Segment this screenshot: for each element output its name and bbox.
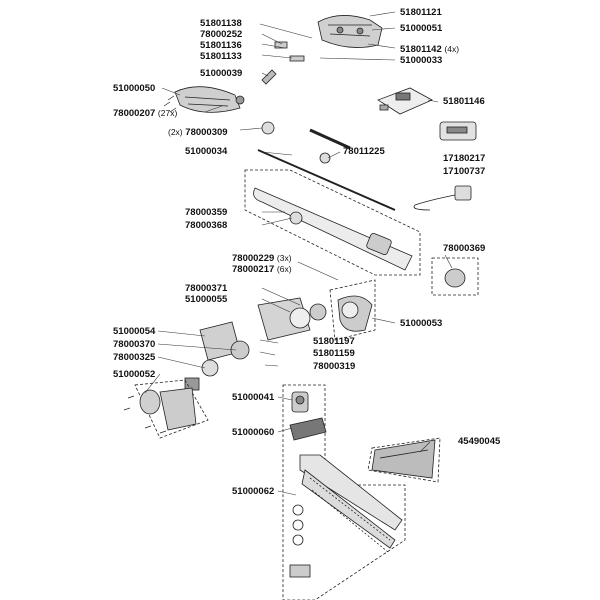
part-label-78000370: 78000370	[113, 339, 156, 350]
part-label-78011225: 78011225	[343, 146, 385, 157]
part-label-17100737: 17100737	[443, 166, 486, 177]
part-label-51000050: 51000050	[113, 83, 156, 94]
leader-lines	[144, 11, 453, 496]
part-label-78000368: 78000368	[185, 220, 228, 231]
part-number: 78000207	[113, 108, 156, 119]
part-label-78000229: 78000229 (3x)	[232, 253, 292, 264]
lever-part	[261, 69, 277, 85]
part-label-51000055: 51000055	[185, 294, 228, 305]
motor-part	[291, 391, 309, 413]
part-label-51000041: 51000041	[232, 392, 275, 403]
part-label-51801159: 51801159	[313, 348, 355, 359]
lower-housing-part	[134, 379, 209, 439]
gear-cover-part	[289, 417, 327, 441]
battery-box-part	[377, 87, 433, 115]
part-label-17180217: 17180217	[443, 153, 486, 164]
part-label-51801121: 51801121	[400, 7, 442, 18]
part-label-51801146: 51801146	[443, 96, 485, 107]
clamp-part	[261, 121, 275, 135]
shaft-box	[244, 169, 421, 276]
quantity: (27x)	[157, 108, 178, 118]
part-label-78000217: 78000217 (6x)	[232, 264, 292, 275]
clamp-part-2	[319, 152, 331, 164]
bearing-part	[444, 268, 466, 288]
part-number: 78000309	[185, 127, 228, 138]
part-label-51000060: 51000060	[232, 427, 275, 438]
part-number: 51801142	[400, 44, 442, 55]
gear-assembly-part	[257, 297, 327, 341]
part-label-51000052: 51000052	[113, 369, 156, 380]
part-label-51000051: 51000051	[400, 23, 443, 34]
guard-box	[367, 437, 441, 483]
coupling-part	[366, 232, 392, 256]
part-label-78000325: 78000325	[113, 352, 156, 363]
part-label-51801197: 51801197	[313, 336, 355, 347]
guard-part	[371, 439, 436, 479]
quantity: (3x)	[276, 253, 292, 263]
screws-part	[163, 95, 177, 113]
part-label-51801136: 51801136	[200, 40, 242, 51]
rod-part	[257, 149, 396, 211]
left-housing-part	[174, 86, 245, 113]
part-label-78000371: 78000371	[185, 283, 228, 294]
part-label-78000252: 78000252	[200, 29, 243, 40]
part-number: 78000217	[232, 264, 275, 275]
quantity: (4x)	[444, 44, 460, 54]
part-label-51000033: 51000033	[400, 55, 443, 66]
blade-foot-part	[289, 564, 311, 578]
trigger-part	[289, 55, 305, 62]
top-handle-part	[317, 15, 383, 48]
part-label-51000039: 51000039	[200, 68, 243, 79]
bearing-box	[431, 257, 479, 296]
part-label-51000062: 51000062	[232, 486, 275, 497]
charger-part	[413, 185, 472, 211]
part-label-51801142: 51801142 (4x)	[400, 44, 459, 55]
pinion-part	[199, 321, 250, 377]
gearbox-housing-part	[329, 279, 376, 341]
part-label-78000369: 78000369	[443, 243, 486, 254]
part-number: 78000229	[232, 253, 275, 264]
part-label-51000053: 51000053	[400, 318, 443, 329]
part-label-51801133: 51801133	[200, 51, 242, 62]
quantity: (6x)	[276, 264, 292, 274]
part-label-78000359: 78000359	[185, 207, 228, 218]
quantity: (2x)	[168, 127, 183, 137]
part-label-45490045: 45490045	[458, 436, 501, 447]
part-label-78000207: 78000207 (27x)	[113, 108, 177, 119]
part-label-51801138: 51801138	[200, 18, 242, 29]
shaft-part	[309, 128, 351, 150]
part-label-78000319: 78000319	[313, 361, 356, 372]
part-label-51000054: 51000054	[113, 326, 156, 337]
switch-part	[274, 41, 288, 49]
part-label-51000034: 51000034	[185, 146, 228, 157]
part-label-78000309: (2x) 78000309	[168, 127, 228, 138]
blade-part	[292, 454, 403, 553]
screws-lower	[123, 395, 167, 434]
